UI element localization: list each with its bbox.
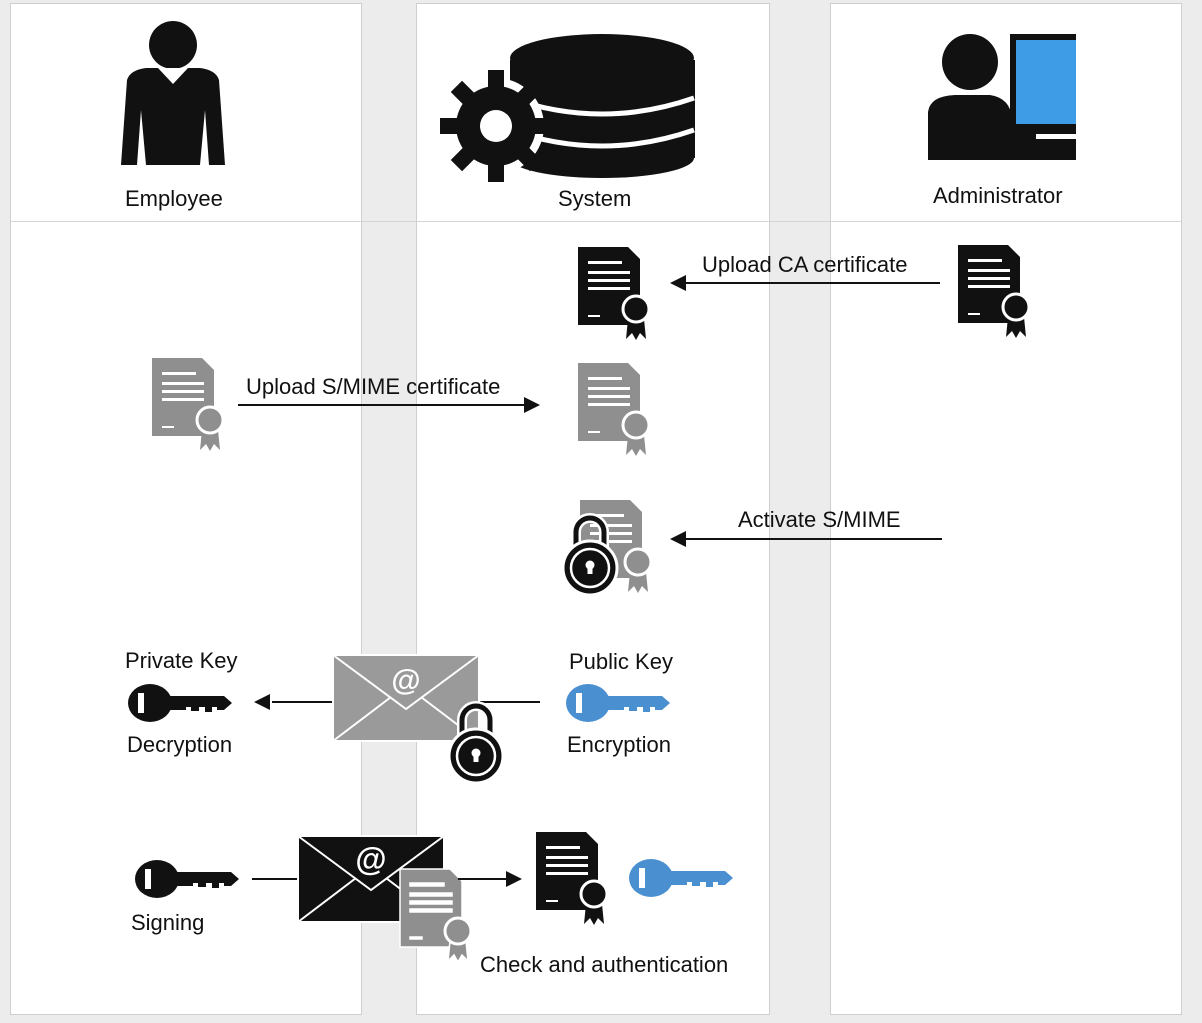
activate-label: Activate S/MIME <box>738 507 901 532</box>
lane-title-system: System <box>558 186 632 211</box>
decryption-label: Decryption <box>127 732 233 757</box>
smime-certificate-employee-icon <box>150 356 225 453</box>
activate-arrow <box>670 531 942 547</box>
upload-smime-arrow <box>238 397 540 413</box>
upload-smime-label: Upload S/MIME certificate <box>246 374 501 399</box>
private-key-label: Private Key <box>125 648 238 673</box>
signed-email-certificate-icon <box>398 867 473 964</box>
upload-ca-label: Upload CA certificate <box>702 252 908 277</box>
encryption-label: Encryption <box>567 732 671 757</box>
check-authentication-label: Check and authentication <box>480 952 729 977</box>
signing-arrow <box>458 871 522 887</box>
ca-certificate-admin-icon <box>956 243 1031 340</box>
public-key-icon <box>566 684 670 722</box>
signing-key-icon <box>135 860 239 898</box>
private-key-icon <box>128 684 232 722</box>
gear-icon <box>440 70 552 182</box>
smime-certificate-system-icon <box>576 361 651 458</box>
employee-icon <box>121 21 225 165</box>
header-divider <box>10 221 1182 222</box>
lane-title-administrator: Administrator <box>933 183 1063 208</box>
signing-label: Signing <box>131 910 205 935</box>
check-certificate-icon <box>534 830 609 927</box>
lane-title-employee: Employee <box>125 186 223 211</box>
signed-email-icon: @ <box>297 835 445 923</box>
administrator-icon <box>928 34 1076 160</box>
check-public-key-icon <box>629 859 733 897</box>
upload-ca-arrow <box>670 275 940 291</box>
svg-text:@: @ <box>355 841 386 877</box>
ca-certificate-system-icon <box>576 245 651 342</box>
public-key-label: Public Key <box>569 649 673 674</box>
svg-text:@: @ <box>391 664 420 697</box>
encrypted-email-icon: @ <box>332 654 480 742</box>
administrator-lane <box>830 3 1182 1015</box>
